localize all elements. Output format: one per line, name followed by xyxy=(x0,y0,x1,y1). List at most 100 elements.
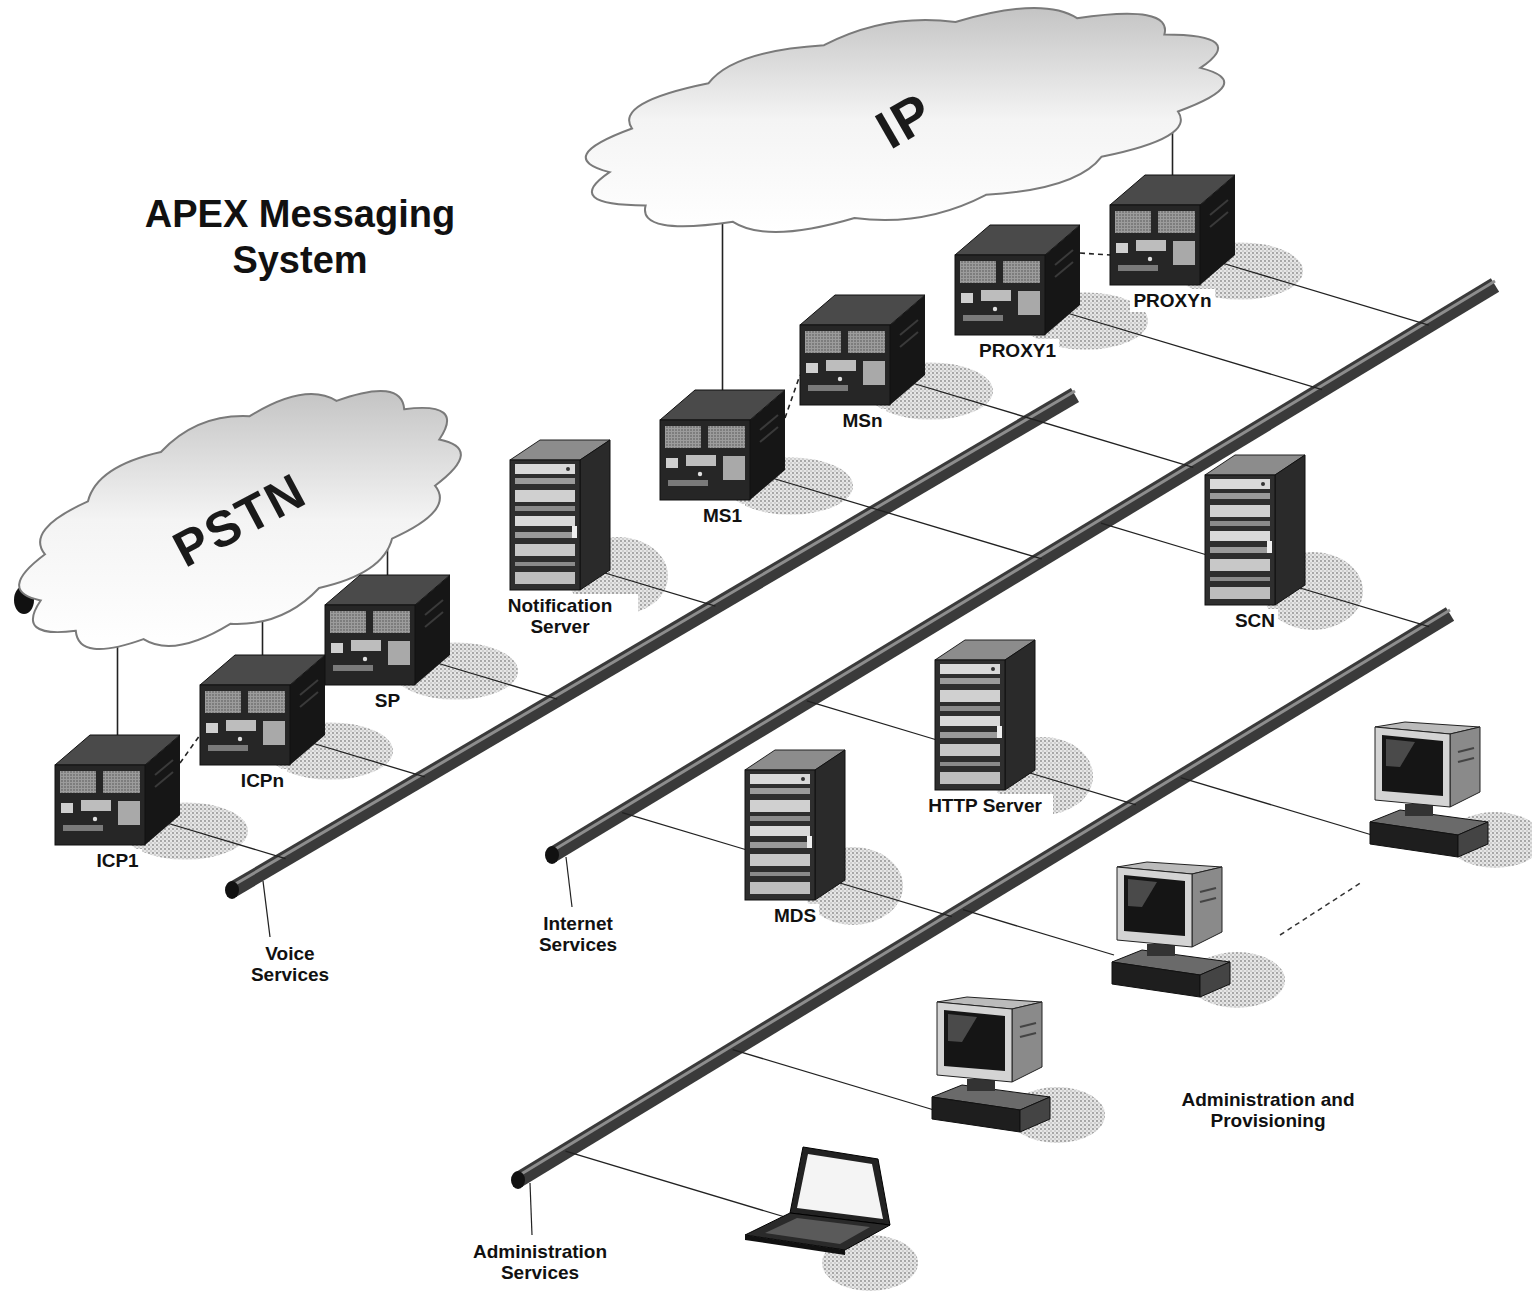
front-slot xyxy=(1118,265,1158,271)
front-panel xyxy=(388,641,410,665)
administration-bus xyxy=(518,614,1450,1180)
monitor-side xyxy=(1012,1002,1042,1082)
server-unit-icon xyxy=(660,390,785,500)
drive-bay xyxy=(750,826,810,836)
drive-bay xyxy=(515,532,575,538)
desktop-front xyxy=(932,1097,1020,1132)
drive-bay xyxy=(750,872,810,876)
tower-switch xyxy=(997,726,1002,738)
network-wire xyxy=(830,880,952,917)
front-display xyxy=(826,360,856,371)
front-panel xyxy=(330,611,366,633)
network-wire xyxy=(622,813,747,850)
unit-front xyxy=(55,765,145,845)
front-slot xyxy=(963,315,1003,321)
bus-highlight xyxy=(552,281,1495,851)
drive-bay xyxy=(515,506,575,511)
side-vent xyxy=(760,415,778,430)
monitor-stand xyxy=(967,1079,995,1091)
network-wire xyxy=(1067,313,1322,390)
front-panel xyxy=(263,721,285,745)
unit-side xyxy=(1200,175,1235,285)
tower-led xyxy=(991,667,995,671)
diagram-title: APEX Messaging System xyxy=(115,192,485,283)
internet-bus xyxy=(552,285,1495,855)
server-unit: MSn xyxy=(800,295,925,432)
service-label: Administration Services xyxy=(440,1240,640,1285)
title-box: APEX Messaging System xyxy=(115,192,485,283)
drive-bay xyxy=(515,478,575,484)
front-led xyxy=(363,657,367,661)
unit-side xyxy=(890,295,925,405)
server-unit-icon xyxy=(955,225,1080,335)
network-wire xyxy=(437,663,557,699)
tower-front xyxy=(510,460,580,590)
drive-bay xyxy=(940,706,1000,711)
tower-led xyxy=(1261,482,1265,486)
server-unit: MS1 xyxy=(660,390,785,527)
front-slot xyxy=(808,385,848,391)
drive-bay xyxy=(1210,479,1270,489)
front-panel xyxy=(1173,241,1195,265)
drive-bay xyxy=(515,490,575,502)
front-panel xyxy=(1003,261,1040,283)
unit-side xyxy=(415,575,450,685)
device-label: PROXY1 xyxy=(976,339,1059,362)
drive-bay xyxy=(940,664,1000,674)
unit-side xyxy=(290,655,325,765)
front-panel xyxy=(805,331,841,353)
network-link xyxy=(117,636,119,735)
leader-line xyxy=(566,857,572,907)
monitor-bezel xyxy=(937,1002,1012,1082)
drive-bay xyxy=(1210,559,1270,571)
unit-front xyxy=(955,255,1045,335)
drive-bay xyxy=(940,716,1000,726)
side-vent xyxy=(1055,262,1073,277)
front-slot xyxy=(63,825,103,831)
front-panel xyxy=(723,456,745,480)
monitor-vent xyxy=(1458,758,1474,762)
drive-bay xyxy=(750,816,810,821)
front-button xyxy=(666,458,678,468)
unit-front xyxy=(1110,205,1200,285)
side-vent xyxy=(300,692,318,707)
tower-led xyxy=(566,467,570,471)
tower-side xyxy=(580,440,610,590)
device-label: SP xyxy=(372,689,403,712)
network-wire xyxy=(1222,263,1429,325)
unit-front xyxy=(660,420,750,500)
tower-server: Notification Server xyxy=(481,440,639,639)
server-unit: SP xyxy=(325,575,450,712)
service-label: Administration and Provisioning xyxy=(1178,1088,1358,1133)
network-link xyxy=(722,218,724,390)
drive-bay xyxy=(750,788,810,794)
unit-side xyxy=(145,735,180,845)
device-label: MS1 xyxy=(700,504,745,527)
tower-switch xyxy=(807,836,812,848)
front-panel xyxy=(863,361,885,385)
tower-side xyxy=(1005,640,1035,790)
front-panel xyxy=(960,261,996,283)
drive-bay xyxy=(1210,505,1270,517)
leader-line xyxy=(263,881,270,937)
drive-bay xyxy=(940,772,1000,784)
network-wire xyxy=(1181,778,1372,835)
server-unit: ICP1 xyxy=(55,735,180,872)
tower-server-icon xyxy=(1205,455,1305,605)
leader-group xyxy=(263,857,1362,1235)
label-box: Administration and Provisioning xyxy=(1178,1088,1358,1133)
device-label: ICPn xyxy=(238,769,287,792)
screen-glare xyxy=(948,1014,977,1042)
bus-highlight xyxy=(518,610,1450,1176)
tower-server: SCN xyxy=(1205,455,1305,632)
network-wire xyxy=(566,1151,785,1217)
desktop-side xyxy=(1200,962,1230,997)
tower-switch xyxy=(1267,541,1272,553)
monitor-vent xyxy=(1020,1033,1036,1037)
server-unit: PROXYn xyxy=(1110,175,1235,312)
tower-server: MDS xyxy=(745,750,845,927)
front-led xyxy=(993,307,997,311)
front-button xyxy=(1116,243,1128,253)
drive-bay xyxy=(750,774,810,784)
